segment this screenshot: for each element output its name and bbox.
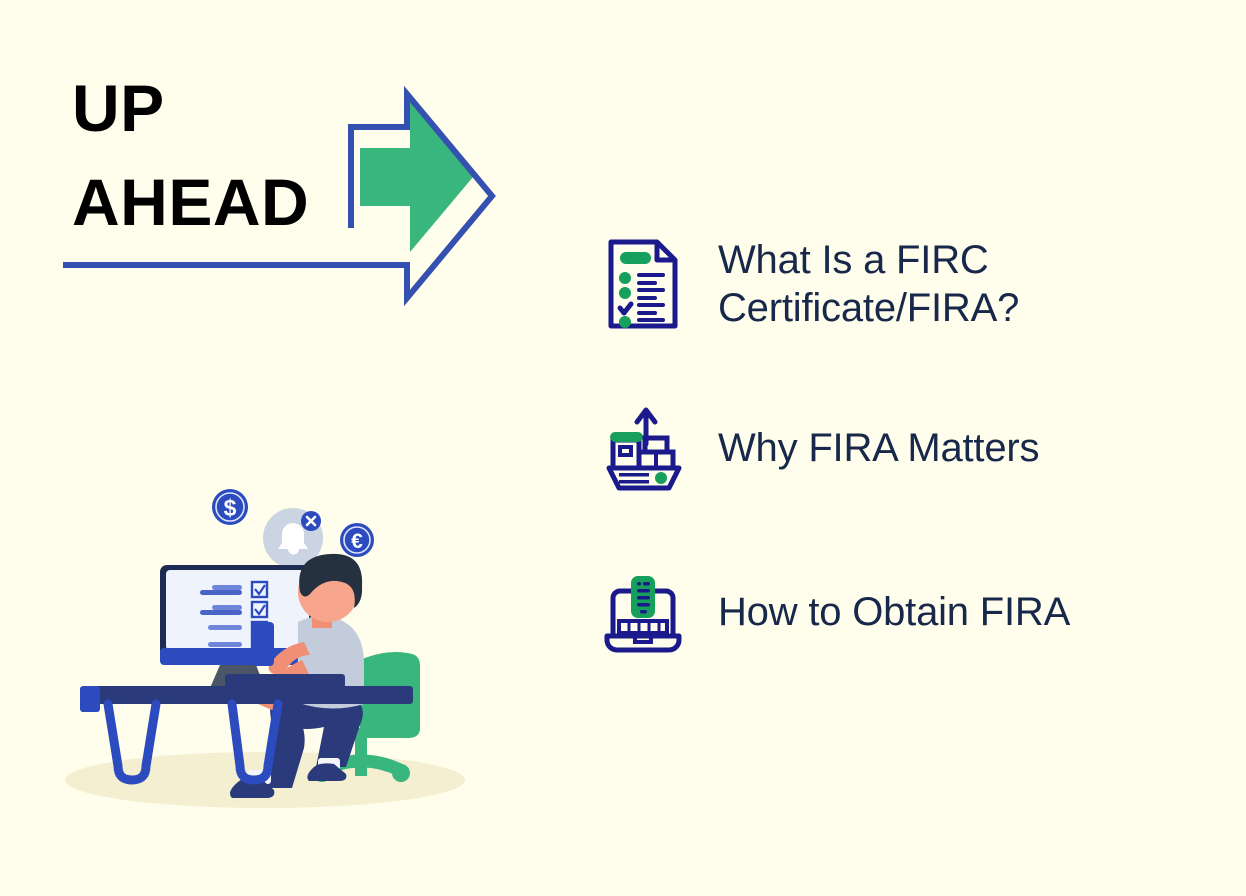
cargo-ship-icon	[600, 398, 686, 498]
agenda-list: What Is a FIRC Certificate/FIRA?	[600, 232, 1200, 664]
agenda-item-3[interactable]: How to Obtain FIRA	[600, 560, 1200, 664]
euro-coin-icon: €	[340, 523, 374, 557]
agenda-item-label-2: Why FIRA Matters	[718, 426, 1040, 470]
agenda-item-label-3: How to Obtain FIRA	[718, 590, 1071, 634]
svg-text:€: €	[351, 530, 363, 553]
desk-icon	[80, 674, 413, 785]
heading-line-2: AHEAD	[72, 165, 310, 239]
svg-text:$: $	[224, 495, 237, 521]
agenda-item-2[interactable]: Why FIRA Matters	[600, 396, 1200, 500]
document-checklist-icon	[600, 234, 686, 334]
page-title: UP AHEAD	[72, 62, 512, 292]
laptop-document-icon	[600, 562, 686, 662]
dollar-coin-icon: $	[212, 489, 248, 525]
agenda-item-label-1: What Is a FIRC Certificate/FIRA?	[718, 238, 1020, 330]
heading-line-1: UP	[72, 71, 165, 145]
agenda-item-1[interactable]: What Is a FIRC Certificate/FIRA?	[600, 232, 1200, 336]
person-at-desk-illustration: $ €	[60, 470, 500, 815]
